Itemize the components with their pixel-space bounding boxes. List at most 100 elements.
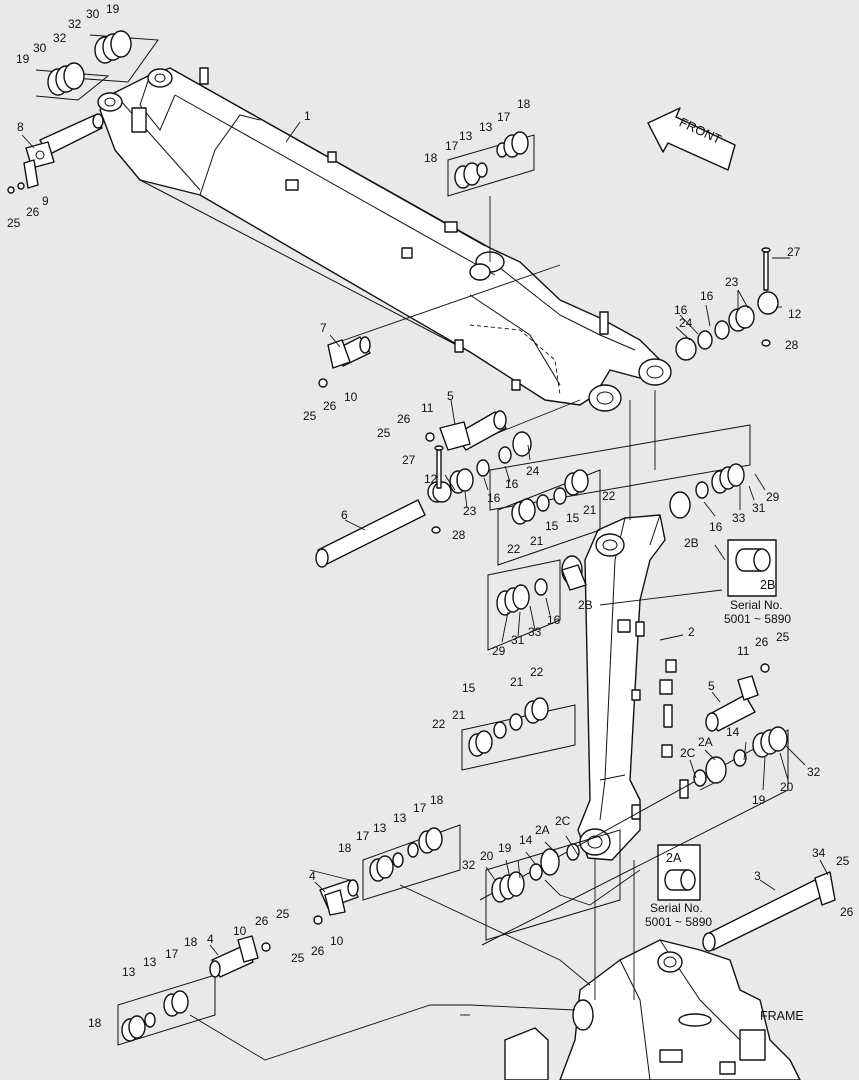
callout: 32 [807,765,821,779]
callout: 25 [377,426,391,440]
callout: 12 [424,472,438,486]
callout: 19 [498,841,512,855]
callout: 21 [510,675,524,689]
front-arrow: FRONT [647,107,736,171]
serial-note-2b: 2B Serial No. 5001 ~ 5890 [724,539,791,626]
callout: 17 [356,829,370,843]
callout: 2B [684,536,699,550]
callout: 25 [836,854,850,868]
frame-assembly [504,939,801,1080]
callout: 16 [700,289,714,303]
callout: 2 [688,625,695,639]
callout: 26 [397,412,411,426]
callout: 29 [766,490,780,504]
pin-8 [25,113,104,169]
callout: 13 [122,965,136,979]
callout: 16 [674,303,688,317]
callout: 14 [519,833,533,847]
callout: 16 [505,477,519,491]
callout: 18 [424,151,438,165]
callout: 28 [785,338,799,352]
callout: 26 [840,905,854,919]
callout: 21 [452,708,466,722]
callout: 13 [459,129,473,143]
callout: 13 [479,120,493,134]
pin-4-lower [209,935,259,978]
callout: 2A [535,823,550,837]
callout: 18 [88,1016,102,1030]
callout: 12 [788,307,802,321]
callout: 31 [511,633,525,647]
callout: 19 [752,793,766,807]
serial-code-2b: 2B [760,578,775,592]
callout: 15 [545,519,559,533]
callout: 32 [68,17,82,31]
plate-9 [23,159,39,189]
callout: 6 [341,508,348,522]
callout: 28 [452,528,466,542]
frame-label: FRAME [760,1009,804,1023]
callout: 2C [555,814,571,828]
callout: 11 [737,644,750,658]
callout: 13 [393,811,407,825]
callout: 22 [432,717,446,731]
callout: 10 [344,390,358,404]
callout: 4 [309,869,316,883]
serial-line1-2a: Serial No. [650,901,703,915]
pin-7 [327,336,371,369]
callout-leaders [21,121,829,1016]
callout: 26 [311,944,325,958]
serial-line2-2b: 5001 ~ 5890 [724,612,791,626]
callout: 34 [812,846,826,860]
callout: 16 [547,613,561,627]
callout: 13 [373,821,387,835]
callout: 2B [578,598,593,612]
callout: 8 [17,120,24,134]
callout: 19 [106,2,120,16]
callout: 29 [492,644,506,658]
callout: 2A [698,735,713,749]
callout: 24 [679,316,693,330]
callout: 5 [447,389,454,403]
washer-stacks [47,30,788,1042]
callout: 30 [33,41,47,55]
serial-line1-2b: Serial No. [730,598,783,612]
callout: 18 [338,841,352,855]
callout: 22 [530,665,544,679]
callout: 22 [602,489,616,503]
callout: 17 [497,110,511,124]
callout: 26 [255,914,269,928]
pin-4 [319,879,359,916]
callout: 16 [487,491,501,505]
callout: 10 [330,934,344,948]
callout: 19 [16,52,30,66]
callout: 20 [780,780,794,794]
pin-5-upper [439,410,507,451]
pin-3 [702,871,836,952]
callout: 33 [732,511,746,525]
bolts [7,182,771,534]
boom-assembly [97,67,672,412]
callout: 15 [566,511,580,525]
callout: 23 [463,504,477,518]
callout: 25 [776,630,790,644]
callout: 13 [143,955,157,969]
pin-5-lower [705,675,759,732]
callout: 25 [7,216,21,230]
callout: 18 [430,793,444,807]
callout: 7 [320,321,327,335]
callout: 2C [680,746,696,760]
callout: 16 [709,520,723,534]
callout: 27 [402,453,416,467]
callout: 26 [26,205,40,219]
callout: 32 [462,858,476,872]
callout: 25 [276,907,290,921]
callout: 10 [233,924,247,938]
callout: 25 [303,409,317,423]
callout: 20 [480,849,494,863]
callout: 24 [526,464,540,478]
callout: 21 [583,503,597,517]
serial-code-2a: 2A [666,851,682,865]
callout: 26 [755,635,769,649]
